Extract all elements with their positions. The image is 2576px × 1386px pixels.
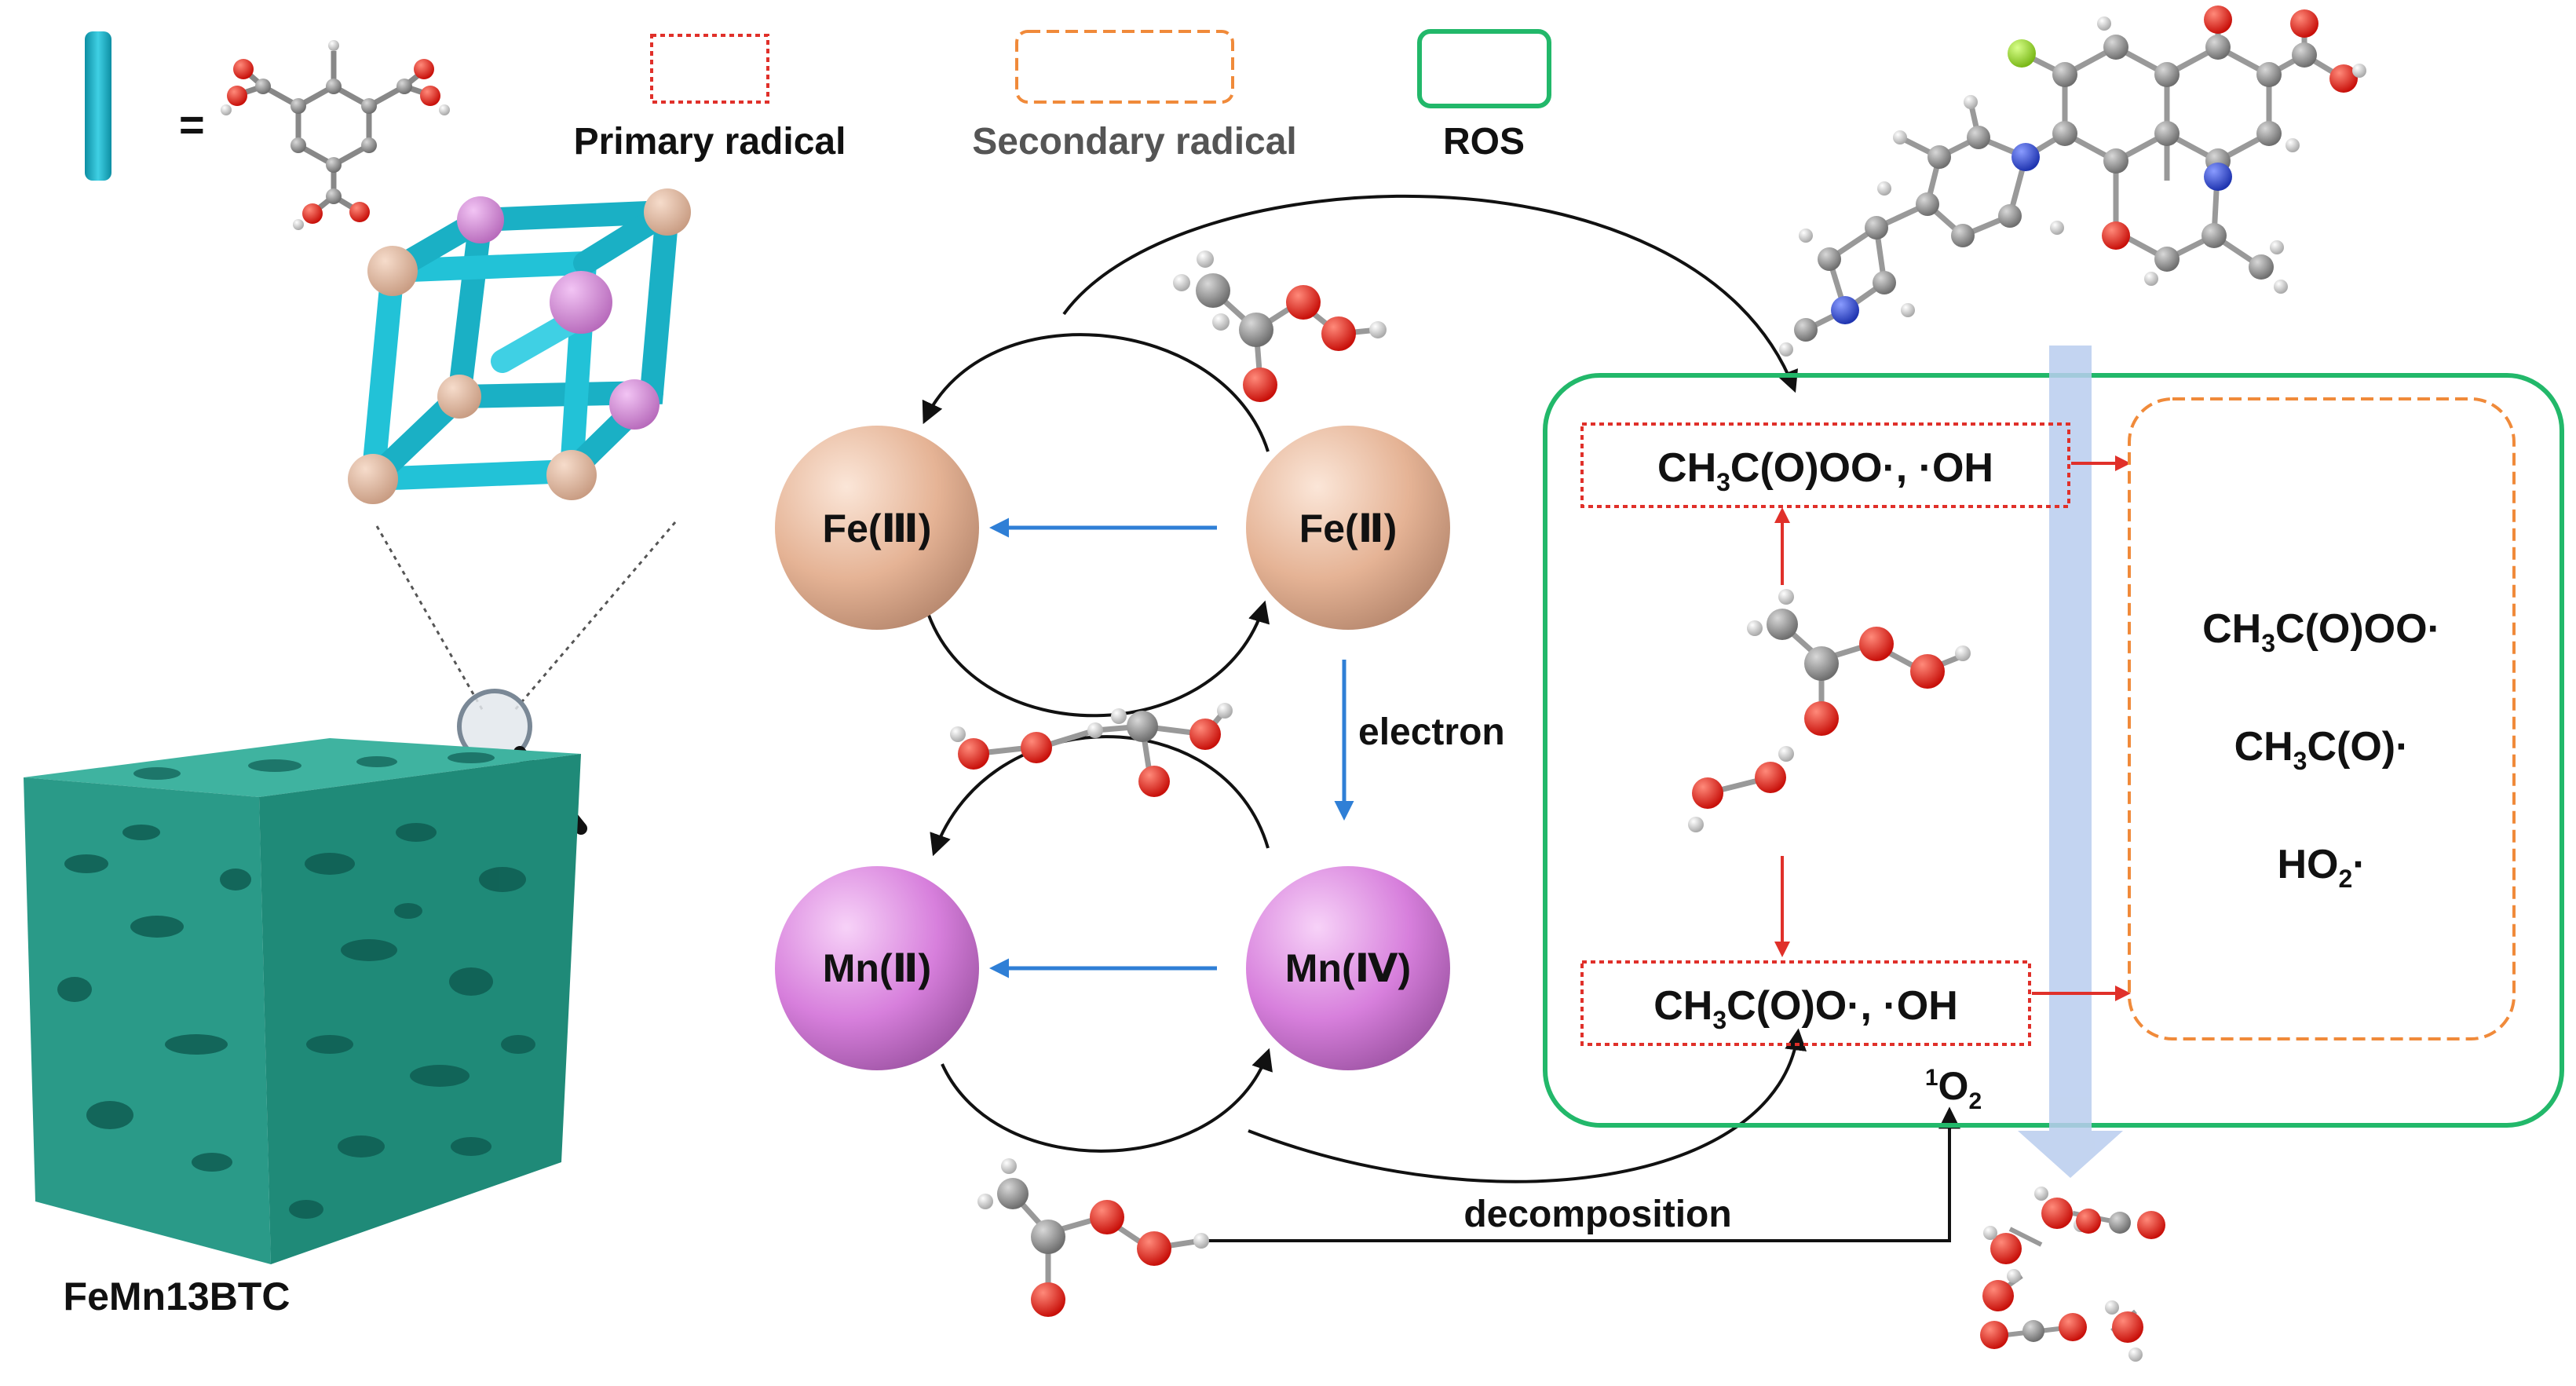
- legend: = Primary radical Secondary: [85, 29, 1551, 230]
- primary-radical-box-bottom: [1580, 960, 2031, 1046]
- secondary-radical-3: HO2·: [2277, 842, 2366, 893]
- fe2-label: Fe(Ⅱ): [1299, 506, 1398, 550]
- radical-conversion-arrows: [1774, 455, 2131, 1001]
- paa-molecule-bottom: [977, 1158, 1209, 1317]
- btc-linker-molecule: [238, 51, 429, 214]
- ros-label: ROS: [1443, 121, 1525, 163]
- decomposition-label: decomposition: [1463, 1194, 1731, 1235]
- legend-equals: =: [179, 100, 205, 149]
- primary-radical-text-top: CH3C(O)OO·, ·OH: [1657, 445, 1993, 496]
- paa-h2o2-ros: [1688, 589, 1971, 832]
- degradation-products: [1980, 1187, 2165, 1362]
- h2o2-paa-middle: [950, 703, 1233, 797]
- fe3-label: Fe(Ⅲ): [823, 506, 932, 550]
- primary-radical-swatch: [650, 34, 769, 104]
- primary-radical-text-bottom: CH3C(O)O·, ·OH: [1653, 983, 1958, 1034]
- mn4-label: Mn(Ⅳ): [1285, 946, 1411, 990]
- ros-swatch: [1417, 29, 1551, 108]
- singlet-oxygen-label: 1O2: [1925, 1064, 1982, 1114]
- degradation-arrow: [2018, 346, 2123, 1178]
- mof-unit-cell: [348, 188, 691, 504]
- secondary-radical-2: CH3C(O)·: [2234, 724, 2410, 775]
- mn4-node: Mn(Ⅳ): [1246, 866, 1450, 1070]
- linker-rod-icon: [85, 31, 111, 181]
- secondary-radical-box: [2128, 397, 2516, 1040]
- fe2-node: Fe(Ⅱ): [1246, 426, 1450, 630]
- secondary-radical-1: CH3C(O)OO·: [2202, 606, 2441, 657]
- material-label: FeMn13BTC: [64, 1274, 290, 1318]
- fe3-node: Fe(Ⅲ): [775, 426, 979, 630]
- pollutant-molecule: [1779, 5, 2366, 357]
- electron-label: electron: [1358, 711, 1505, 753]
- secondary-radical-swatch: [1015, 30, 1234, 104]
- redox-cycles: [922, 194, 1960, 1242]
- electron-transfer-arrows: [989, 517, 1354, 978]
- mn2-node: Mn(Ⅱ): [775, 866, 979, 1070]
- btc-atoms: [221, 40, 450, 230]
- primary-radical-label: Primary radical: [574, 121, 846, 163]
- femn13btc-particle: [24, 738, 581, 1264]
- mn2-label: Mn(Ⅱ): [823, 946, 931, 990]
- primary-radical-box-top: [1580, 422, 2070, 508]
- paa-molecule-top: [1173, 251, 1387, 402]
- secondary-radical-label: Secondary radical: [972, 121, 1297, 163]
